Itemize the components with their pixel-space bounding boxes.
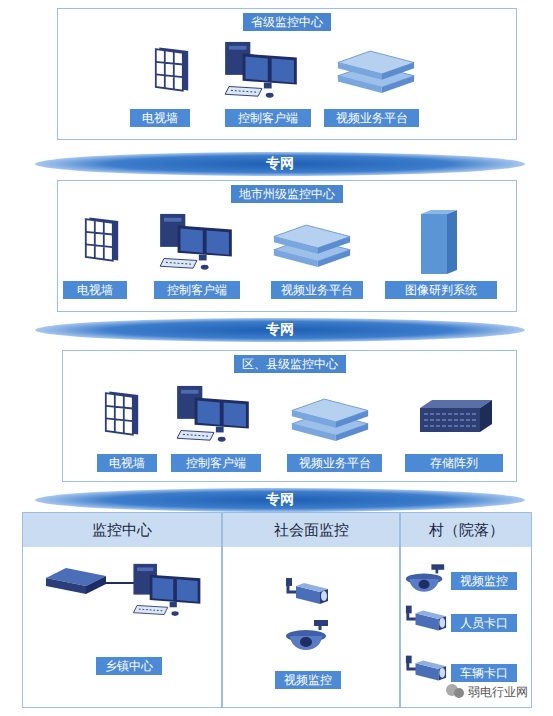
device-label: 电视墙 bbox=[63, 281, 127, 299]
monitor-center-panel: 省级监控中心电视墙 控制客户端 视频业务平台 bbox=[57, 8, 517, 140]
device-label: 视频业务平台 bbox=[287, 454, 382, 472]
device-name: 控制客户端 bbox=[186, 455, 246, 472]
device-label: 视频业务平台 bbox=[271, 281, 363, 299]
device-name: 乡镇中心 bbox=[105, 658, 153, 675]
network-name: 专网 bbox=[266, 491, 294, 509]
network-band: 专网 bbox=[35, 318, 525, 342]
device-label: 视频业务平台 bbox=[324, 109, 419, 127]
device-name: 视频监控 bbox=[460, 573, 508, 590]
panel-title: 省级监控中心 bbox=[243, 13, 331, 31]
device-name: 视频业务平台 bbox=[299, 455, 371, 472]
zone-column: 社会面监控视频监控 bbox=[222, 512, 400, 708]
device-name: 视频业务平台 bbox=[281, 282, 353, 299]
device-name: 图像研判系统 bbox=[405, 282, 477, 299]
device-name: 人员卡口 bbox=[460, 615, 508, 632]
device-name: 车辆卡口 bbox=[460, 665, 508, 682]
zone-column: 村（院落） 视频监控人员卡口车辆卡口 bbox=[400, 512, 532, 708]
device-name: 电视墙 bbox=[109, 455, 145, 472]
device-label: 控制客户端 bbox=[154, 281, 240, 299]
zone-column: 监控中心乡镇中心 bbox=[22, 512, 222, 708]
device-name: 存储阵列 bbox=[430, 455, 478, 472]
device-name: 控制客户端 bbox=[238, 110, 298, 127]
device-label: 控制客户端 bbox=[225, 109, 311, 127]
device-label: 视频监控 bbox=[451, 572, 517, 590]
column-header: 村（院落） bbox=[401, 513, 531, 547]
monitor-center-panel: 区、县级监控中心电视墙 控制客户端 视频业务平台 存储阵列 bbox=[62, 350, 517, 482]
monitor-center-panel: 地市州级监控中心电视墙 控制客户端 视频业务平台 图像研判系统 bbox=[57, 180, 517, 312]
device-name: 电视墙 bbox=[77, 282, 113, 299]
column-header: 社会面监控 bbox=[223, 513, 399, 547]
column-header: 监控中心 bbox=[23, 513, 221, 547]
device-label: 乡镇中心 bbox=[96, 657, 162, 675]
device-label: 视频监控 bbox=[275, 671, 341, 689]
network-band: 专网 bbox=[35, 152, 525, 176]
device-name: 视频业务平台 bbox=[336, 110, 408, 127]
device-name: 控制客户端 bbox=[167, 282, 227, 299]
device-name: 视频监控 bbox=[284, 672, 332, 689]
network-name: 专网 bbox=[266, 321, 294, 339]
panel-title: 区、县级监控中心 bbox=[234, 355, 346, 373]
network-band: 专网 bbox=[35, 488, 525, 512]
device-label: 电视墙 bbox=[130, 109, 190, 127]
device-label: 控制客户端 bbox=[171, 454, 261, 472]
watermark: 弱电行业网 bbox=[468, 684, 528, 701]
device-name: 电视墙 bbox=[142, 110, 178, 127]
network-name: 专网 bbox=[266, 155, 294, 173]
device-label: 电视墙 bbox=[97, 454, 157, 472]
device-label: 图像研判系统 bbox=[385, 281, 497, 299]
device-label: 车辆卡口 bbox=[451, 664, 517, 682]
panel-title: 地市州级监控中心 bbox=[231, 185, 343, 203]
device-label: 人员卡口 bbox=[451, 614, 517, 632]
device-label: 存储阵列 bbox=[405, 454, 503, 472]
